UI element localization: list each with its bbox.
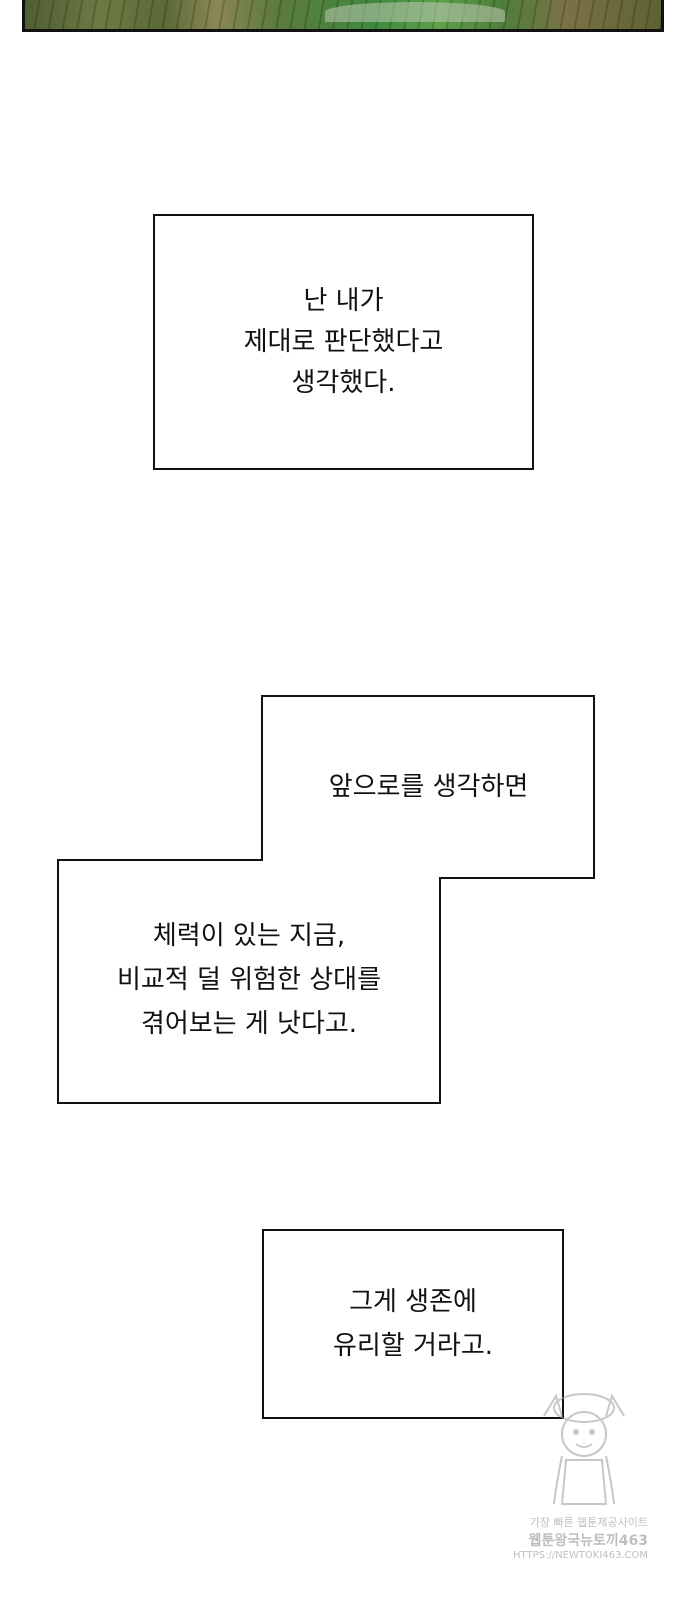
watermark-site-name: 웹툰왕국뉴토끼463 [528,1533,648,1549]
caption-box-1: 난 내가 제대로 판단했다고 생각했다. [153,214,534,470]
caption-2-lower-line-2: 비교적 덜 위험한 상대를 [117,965,381,995]
caption-1-line-2: 제대로 판단했다고 [243,326,444,357]
caption-2-lower-line-3: 겪어보는 게 낫다고. [140,1009,358,1039]
watermark-tagline: 가장 빠른 웹툰제공사이트 [529,1516,648,1529]
forest-scene-panel [22,0,664,32]
caption-box-3: 그게 생존에 유리할 거라고. [262,1229,564,1419]
caption-1-line-3: 생각했다. [291,367,396,398]
caption-box-2-upper: 앞으로를 생각하면 [262,696,595,878]
watermark-url: HTTPS://NEWTOKI463.COM [513,1550,648,1561]
caption-3-line-1: 그게 생존에 [349,1287,477,1317]
caption-2-upper-line-1: 앞으로를 생각하면 [328,772,529,802]
light-patch [325,2,505,22]
caption-1-line-1: 난 내가 [303,285,384,316]
caption-box-2-lower: 체력이 있는 지금, 비교적 덜 위험한 상대를 겪어보는 게 낫다고. [58,905,440,1055]
mascot-figure-icon [543,1393,625,1505]
site-watermark: 가장 빠른 웹툰제공사이트 웹툰왕국뉴토끼463 HTTPS://NEWTOKI… [508,1386,648,1586]
caption-2-lower-line-1: 체력이 있는 지금, [152,921,346,951]
caption-3-line-2: 유리할 거라고. [332,1331,494,1361]
